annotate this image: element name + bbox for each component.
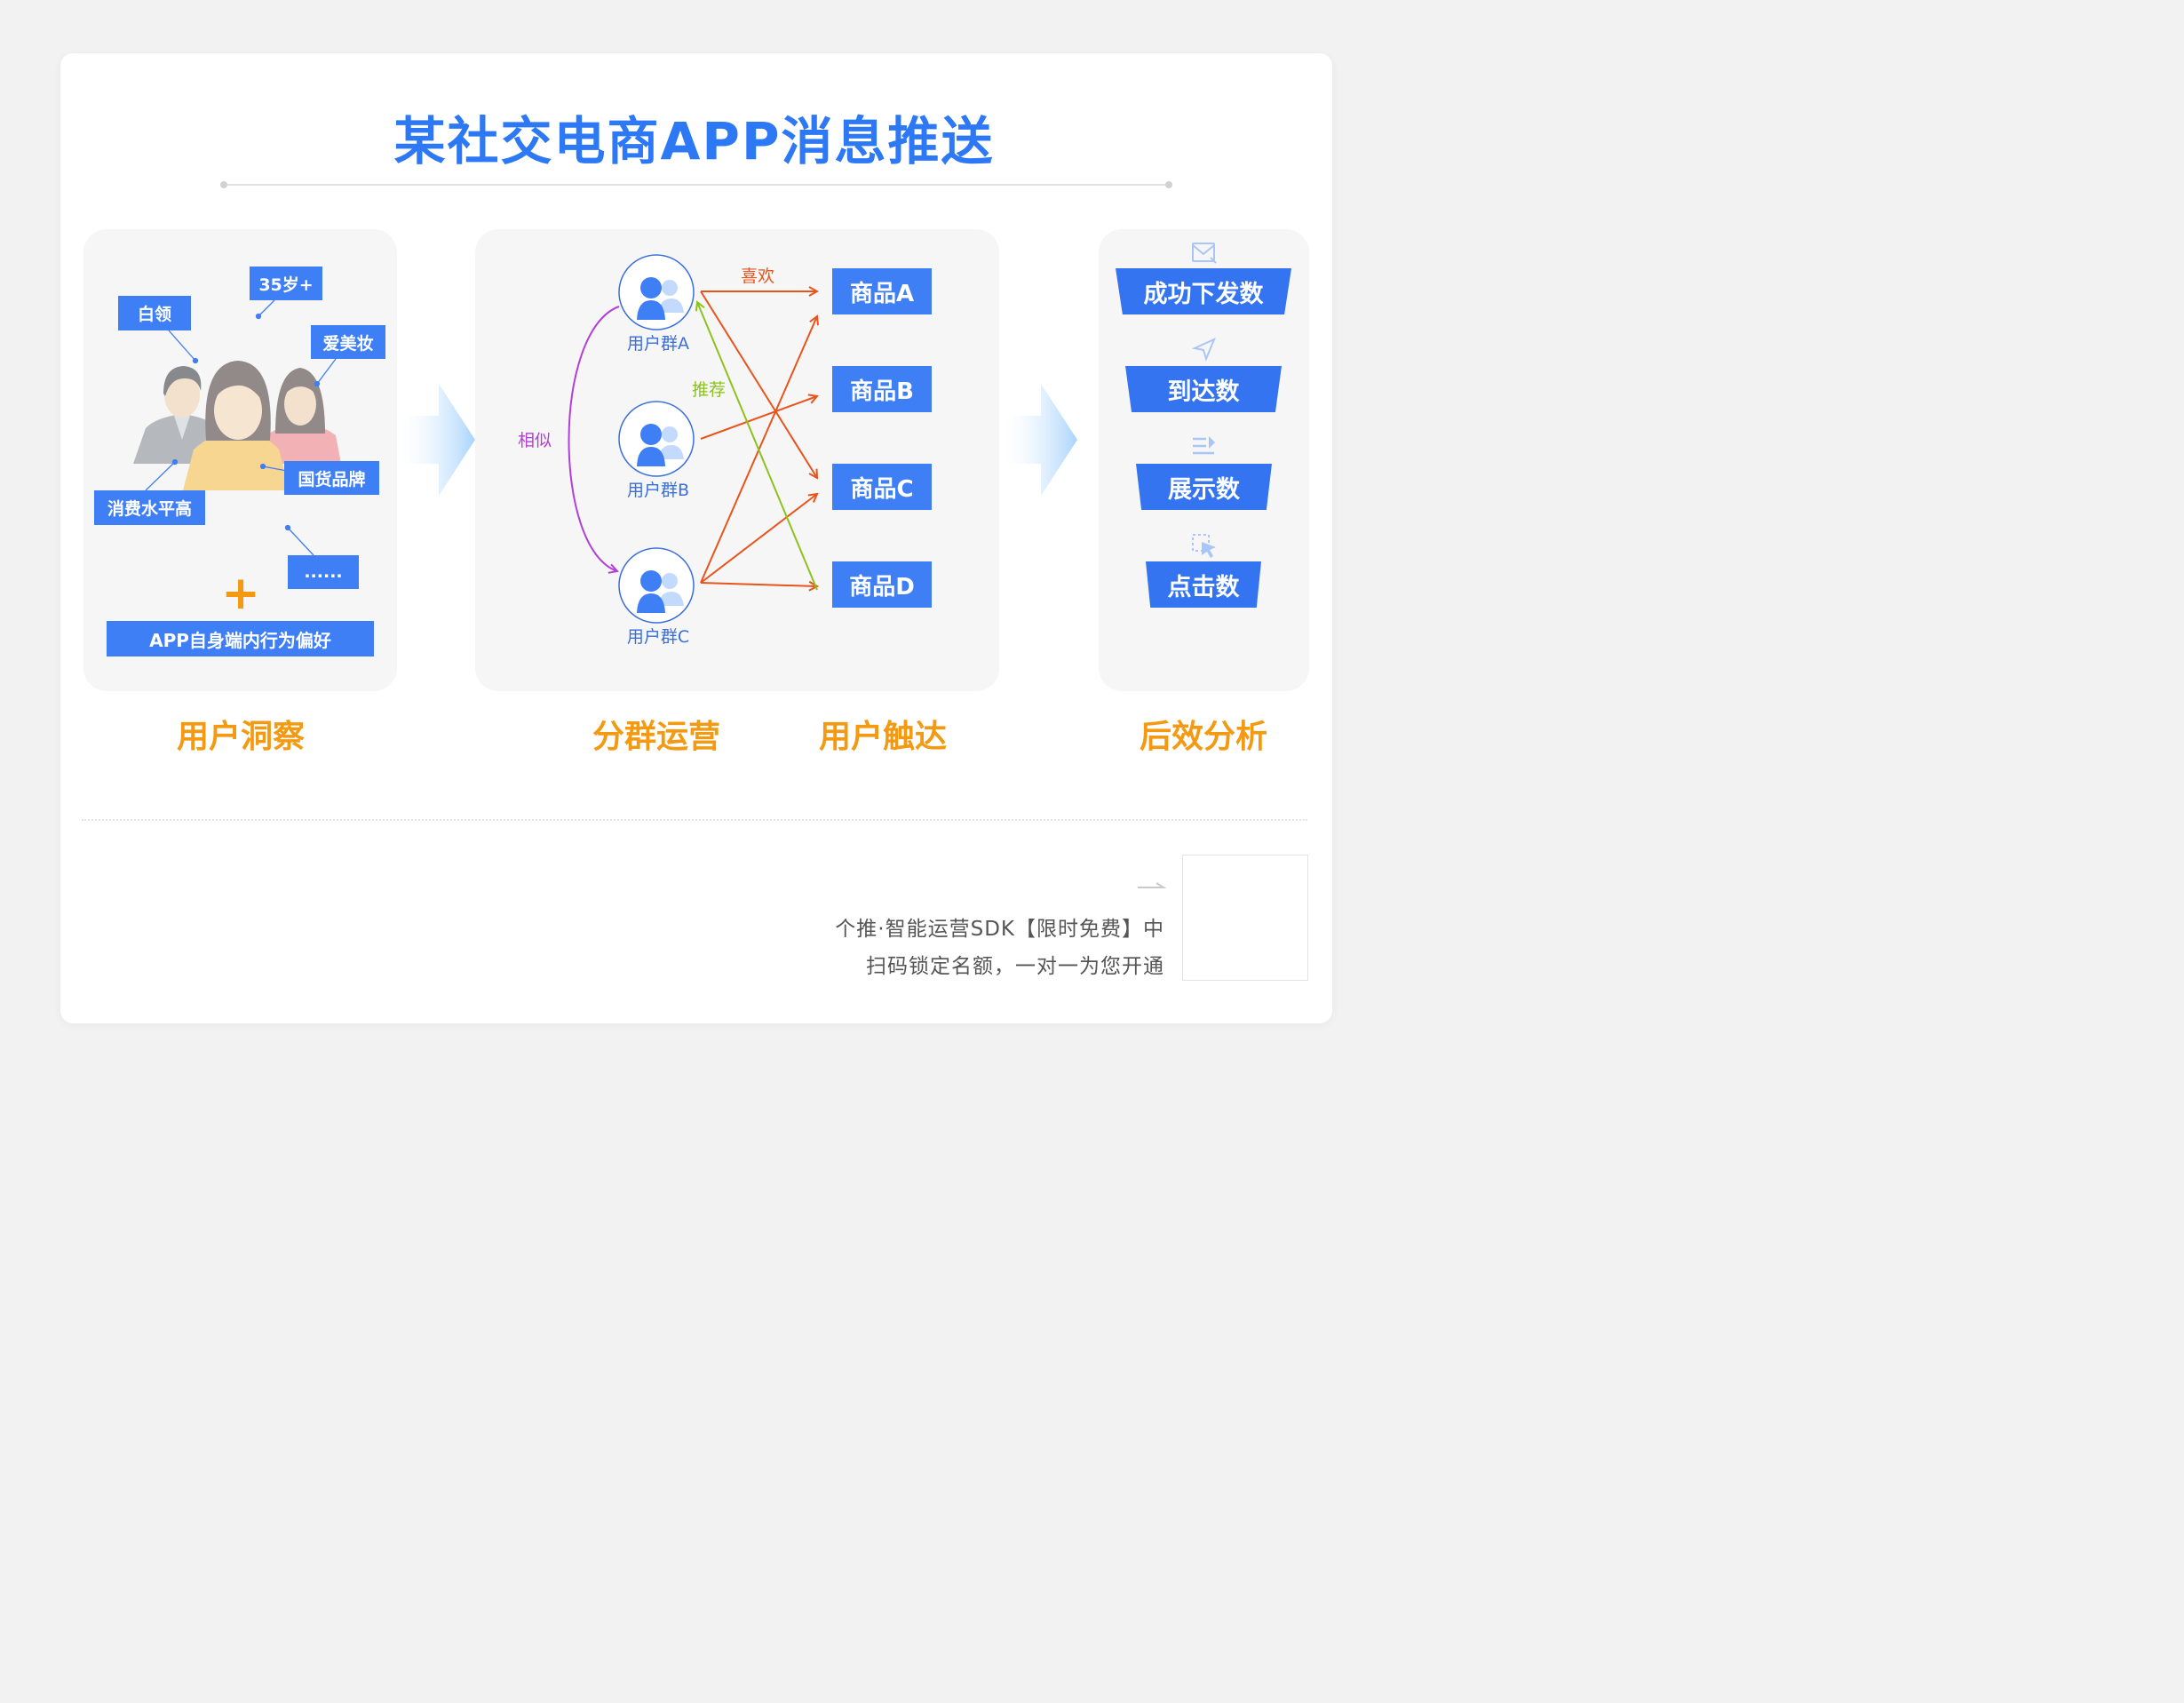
user-group-c-avatar-icon [618,547,695,624]
flow-arrow-1 [400,384,475,496]
page-title: 某社交电商APP消息推送 [393,111,995,171]
footer-promo-line-2: 扫码锁定名额，一对一为您开通 [866,955,1164,978]
recommend-edge [697,302,818,591]
stage-user-reach: 用户触达 [818,719,947,755]
tag-age: 35岁+ [250,267,322,300]
tag-domestic-brand: 国货品牌 [284,461,379,495]
tag-white-collar: 白领 [118,296,191,330]
user-group-b-avatar-icon [618,401,695,477]
app-behavior-label: APP自身端内行为偏好 [107,621,374,657]
user-group-c-label: 用户群C [626,627,690,647]
user-group-a-avatar-icon [618,254,695,330]
metric-arrived: 到达数 [1125,366,1282,412]
footer-promo-line-1: 个推·智能运营SDK【限时免费】中 [835,918,1164,941]
plus-icon: + [221,567,260,620]
send-icon [1191,338,1216,362]
footer-divider [82,819,1307,821]
product-d: 商品D [832,561,932,608]
click-icon [1192,534,1216,558]
footer-arrow-icon [1138,882,1167,888]
user-group-b-label: 用户群B [626,481,690,500]
diagram-graphics [133,243,1299,972]
like-label: 喜欢 [741,267,775,286]
product-b: 商品B [832,366,932,412]
tag-high-spending: 消费水平高 [94,490,205,525]
people-illustration-icon [133,361,341,490]
stage-user-insight: 用户洞察 [176,719,305,755]
metric-displayed: 展示数 [1136,464,1272,510]
similar-edge [568,306,620,571]
recommend-label: 推荐 [692,380,727,400]
metric-delivered: 成功下发数 [1116,268,1291,314]
user-group-a-label: 用户群A [627,334,689,354]
qr-code-frame[interactable] [1182,855,1308,981]
flow-arrow-2 [1004,384,1077,496]
stage-group-operation: 分群运营 [592,719,720,755]
edge-c-to-d [700,583,817,586]
tag-more: ...... [288,555,359,589]
edge-b-to-b [700,396,817,440]
similar-label: 相似 [518,431,552,450]
list-icon [1193,436,1215,455]
envelope-icon [1192,243,1217,264]
edge-a-to-c [700,290,817,478]
edge-c-to-c [700,494,817,584]
stage-post-analysis: 后效分析 [1139,719,1267,755]
tag-beauty: 爱美妆 [311,325,385,359]
product-a: 商品A [832,268,932,314]
metric-clicks: 点击数 [1146,561,1261,608]
title-divider [220,181,1172,188]
product-c: 商品C [832,464,932,510]
